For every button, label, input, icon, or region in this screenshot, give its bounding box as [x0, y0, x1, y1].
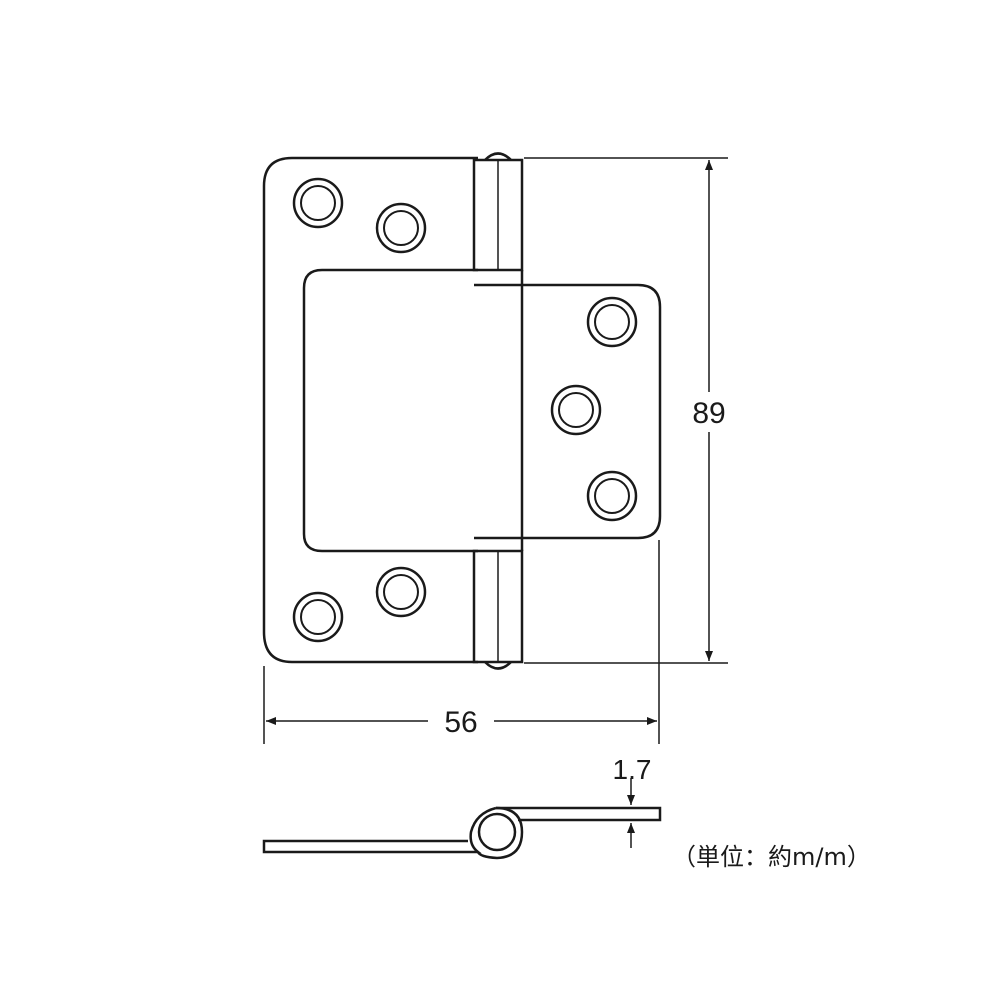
width-dimension — [263, 540, 660, 744]
height-dimension — [524, 157, 728, 664]
screw-hole — [292, 177, 344, 229]
screw-hole — [292, 591, 344, 643]
right-leaf-screw-holes — [550, 296, 638, 522]
right-leaf — [474, 270, 662, 551]
left-leaf — [262, 156, 478, 664]
upper-knuckle — [472, 152, 524, 287]
screw-hole — [375, 566, 427, 618]
unit-note: （単位：約m/m） — [672, 843, 871, 871]
side-view — [262, 806, 662, 860]
screw-hole — [550, 384, 602, 436]
height-label: 89 — [692, 397, 725, 430]
screw-hole — [586, 470, 638, 522]
thickness-label: 1.7 — [613, 754, 652, 785]
screw-hole — [375, 202, 427, 254]
left-leaf-screw-holes — [292, 177, 427, 643]
width-label: 56 — [444, 706, 477, 739]
screw-hole — [586, 296, 638, 348]
lower-knuckle — [472, 537, 524, 670]
